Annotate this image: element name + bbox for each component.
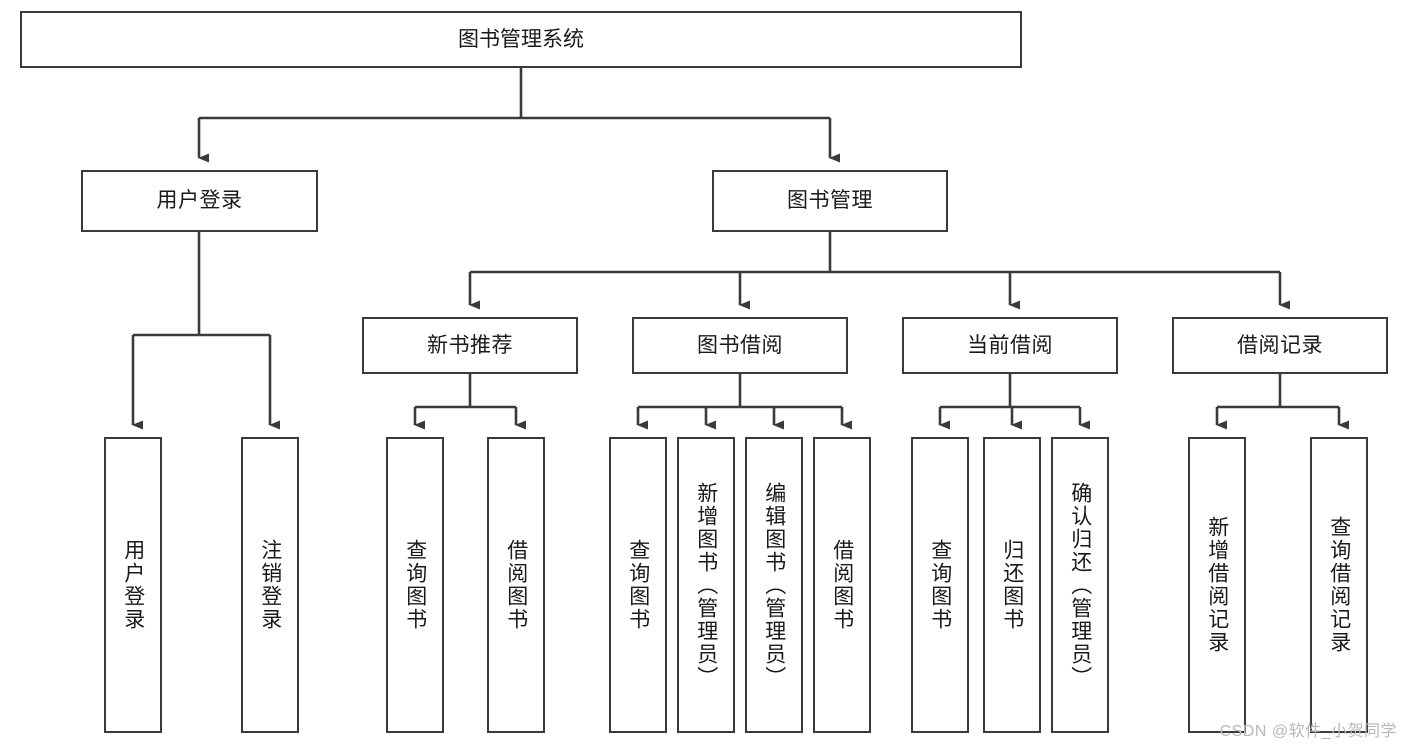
leaf-return-book-label: 归还图书 (1000, 539, 1024, 631)
node-book-borrow[interactable]: 图书借阅 (632, 317, 848, 374)
node-user-login-label: 用户登录 (156, 189, 243, 213)
leaf-query-books-recommend[interactable]: 查询图书 (386, 437, 444, 733)
node-current-borrow[interactable]: 当前借阅 (902, 317, 1118, 374)
leaf-query-books-recommend-label: 查询图书 (403, 539, 427, 631)
leaf-query-books-borrow[interactable]: 查询图书 (609, 437, 667, 733)
leaf-edit-book-admin-label: 编辑图书（管理员） (762, 481, 786, 689)
node-user-login[interactable]: 用户登录 (81, 170, 318, 232)
leaf-query-borrow-record-label: 查询借阅记录 (1327, 516, 1351, 654)
node-root[interactable]: 图书管理系统 (20, 11, 1022, 68)
leaf-add-book-admin[interactable]: 新增图书（管理员） (677, 437, 735, 733)
node-borrow-records-label: 借阅记录 (1237, 333, 1323, 357)
leaf-query-books-current-label: 查询图书 (928, 539, 952, 631)
leaf-add-borrow-record[interactable]: 新增借阅记录 (1188, 437, 1246, 733)
leaf-return-book[interactable]: 归还图书 (983, 437, 1041, 733)
leaf-add-book-admin-label: 新增图书（管理员） (694, 481, 718, 689)
node-new-book-recommend-label: 新书推荐 (427, 333, 513, 357)
leaf-query-books-current[interactable]: 查询图书 (911, 437, 969, 733)
leaf-confirm-return-admin[interactable]: 确认归还（管理员） (1051, 437, 1109, 733)
leaf-borrow-books-recommend-label: 借阅图书 (504, 539, 528, 631)
leaf-user-login[interactable]: 用户登录 (104, 437, 162, 733)
node-current-borrow-label: 当前借阅 (967, 333, 1053, 357)
leaf-logout[interactable]: 注销登录 (241, 437, 299, 733)
watermark: CSDN @软件_小贺同学 (1219, 723, 1397, 740)
node-book-management-label: 图书管理 (787, 189, 873, 213)
node-borrow-records[interactable]: 借阅记录 (1172, 317, 1388, 374)
leaf-user-login-label: 用户登录 (121, 539, 145, 631)
leaf-add-borrow-record-label: 新增借阅记录 (1205, 516, 1229, 654)
leaf-edit-book-admin[interactable]: 编辑图书（管理员） (745, 437, 803, 733)
leaf-borrow-books-recommend[interactable]: 借阅图书 (487, 437, 545, 733)
leaf-borrow-book-label: 借阅图书 (830, 539, 854, 631)
node-book-management[interactable]: 图书管理 (712, 170, 948, 232)
leaf-confirm-return-admin-label: 确认归还（管理员） (1068, 481, 1092, 689)
leaf-logout-label: 注销登录 (258, 539, 282, 631)
node-root-label: 图书管理系统 (458, 27, 584, 51)
node-new-book-recommend[interactable]: 新书推荐 (362, 317, 578, 374)
leaf-query-borrow-record[interactable]: 查询借阅记录 (1310, 437, 1368, 733)
node-book-borrow-label: 图书借阅 (697, 333, 783, 357)
leaf-borrow-book[interactable]: 借阅图书 (813, 437, 871, 733)
leaf-query-books-borrow-label: 查询图书 (626, 539, 650, 631)
